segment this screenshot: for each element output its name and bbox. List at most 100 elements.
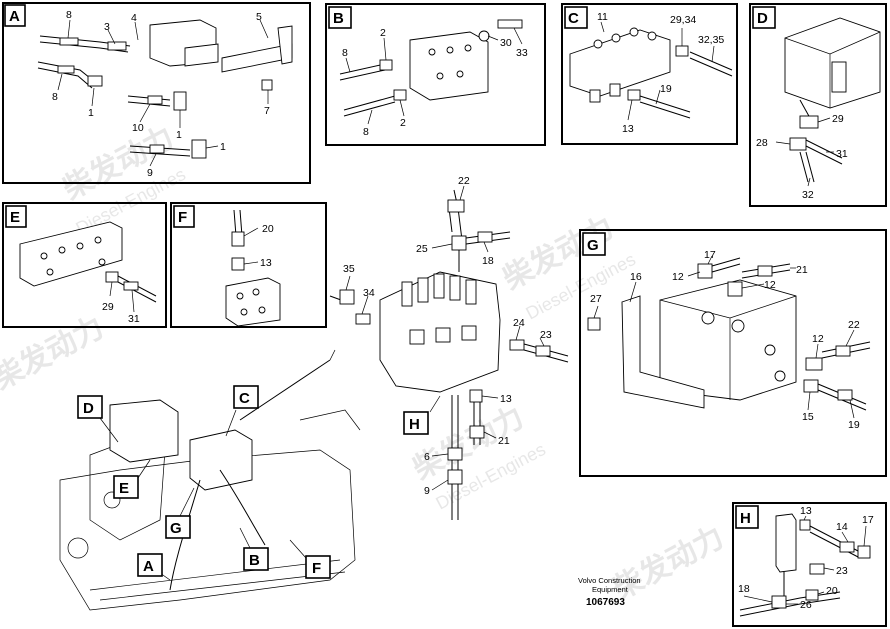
hole-e-1	[40, 252, 48, 260]
label-b-30: 30	[500, 37, 512, 49]
watermark: 柴发动力 Diesel-Engines 柴发动力 Diesel-Engines …	[0, 121, 729, 606]
cap-h-17	[857, 545, 871, 559]
machine-tag-a-box	[137, 553, 163, 577]
panel-a: A 8 3 4	[2, 2, 311, 184]
footer: Volvo Construction Equipment 1067693	[578, 576, 641, 608]
machine-tag-f: F	[312, 560, 321, 577]
hose-h-14b	[809, 531, 861, 559]
port-g-2	[731, 319, 745, 333]
machine-frame-rails	[89, 559, 346, 601]
machine-tag-f-box	[305, 555, 331, 579]
hose-d-31b	[805, 145, 843, 165]
machine-cable-1	[239, 359, 331, 421]
leader-a-1c	[205, 145, 219, 149]
hole-e-6	[98, 258, 106, 266]
footer-company-line2: Equipment	[592, 585, 629, 594]
fitting-b-2	[379, 59, 393, 71]
panel-h-frame	[732, 502, 887, 627]
leader-c-23	[539, 337, 545, 347]
leader-c-34	[361, 295, 369, 315]
hose-d-32	[799, 151, 809, 183]
leader-b-8b	[367, 109, 373, 125]
machine-tag-d-box	[77, 395, 103, 419]
leader-c-13	[481, 395, 499, 399]
leader-g-16	[629, 281, 637, 303]
leader-g-19	[849, 399, 855, 419]
leader-d-32	[807, 177, 811, 187]
label-h-20: 20	[826, 585, 838, 597]
label-c-22: 22	[458, 175, 470, 187]
label-c-13: 13	[622, 123, 634, 135]
label-g-15: 15	[802, 411, 814, 423]
watermark-cn-4: 柴发动力	[0, 311, 109, 396]
panel-c-frame	[561, 3, 738, 145]
panel-e-frame	[2, 202, 167, 328]
hose-h-18	[739, 591, 841, 611]
panel-a-tag-box	[4, 4, 26, 27]
machine-tag-b: B	[249, 552, 260, 569]
label-h-18: 18	[738, 583, 750, 595]
label-g-22: 22	[848, 319, 860, 331]
hose-d-1	[799, 99, 811, 119]
hose-b-1b	[339, 69, 386, 81]
fitting-a-4	[149, 144, 165, 154]
center-assembly: 22 25 18 35 34 24 23 13 21 6 9 H	[329, 175, 569, 520]
fitting-c-13	[469, 389, 483, 403]
boom-pin-1	[103, 491, 121, 509]
label-c-29-34: 29,34	[670, 14, 696, 26]
port-g-1	[701, 311, 715, 325]
fitting-a-3	[147, 95, 163, 105]
label-a-1: 1	[88, 107, 94, 119]
hose-b-2	[343, 95, 396, 111]
label-b-2: 2	[380, 27, 386, 39]
label-a-10: 10	[132, 122, 144, 134]
hole-e-2	[58, 246, 66, 254]
port-f-4	[258, 306, 266, 314]
boom-pin-2	[67, 537, 89, 559]
hose-c-32b	[689, 57, 733, 77]
leader-c-35	[345, 275, 351, 291]
port-g-3	[764, 344, 776, 356]
label-c-32-35: 32,35	[698, 34, 724, 46]
leader-b-2b	[399, 99, 405, 117]
fitting-a-2	[57, 65, 75, 74]
hole-e-3	[76, 242, 84, 250]
label-g-21: 21	[796, 264, 808, 276]
leader-m-e	[137, 459, 151, 479]
spool-2	[417, 277, 429, 303]
machine-tag-a: A	[143, 558, 154, 575]
panel-b-frame	[325, 3, 546, 146]
bolt-b-33	[497, 19, 523, 29]
leader-c-18	[483, 241, 489, 253]
elbow-d-29	[799, 115, 819, 129]
fitting-h-14	[839, 541, 855, 553]
label-g-27: 27	[590, 293, 602, 305]
leader-b-33	[513, 27, 523, 45]
bolt-g-27	[587, 317, 601, 331]
label-c-23: 23	[540, 329, 552, 341]
label-g-17: 17	[704, 249, 716, 261]
machine-hose-2	[169, 479, 201, 591]
panel-d-tag-box	[752, 6, 776, 29]
panel-h-tag: H	[740, 510, 751, 527]
label-h-17: 17	[862, 514, 874, 526]
fitting-h-20	[805, 589, 819, 601]
label-b-8b: 8	[363, 126, 369, 138]
hole-e-4	[94, 236, 102, 244]
fitting-c-6	[447, 447, 463, 461]
label-a-3: 3	[104, 21, 110, 33]
elbow-g-12b	[727, 281, 743, 297]
spool-5	[465, 279, 477, 305]
panel-e-tag-box	[5, 205, 27, 228]
fitting-a-1	[59, 37, 79, 46]
leader-h-17	[863, 525, 867, 547]
leader-c-21	[483, 431, 497, 439]
leader-a-8	[67, 19, 71, 39]
hose-b-2b	[343, 101, 396, 117]
fitting-g-22	[835, 345, 851, 357]
fitting-c-9	[447, 469, 463, 485]
leader-g-27	[593, 305, 599, 319]
valve-block-g	[659, 279, 797, 401]
tee-a-1	[173, 91, 187, 111]
label-d-32: 32	[802, 189, 814, 201]
